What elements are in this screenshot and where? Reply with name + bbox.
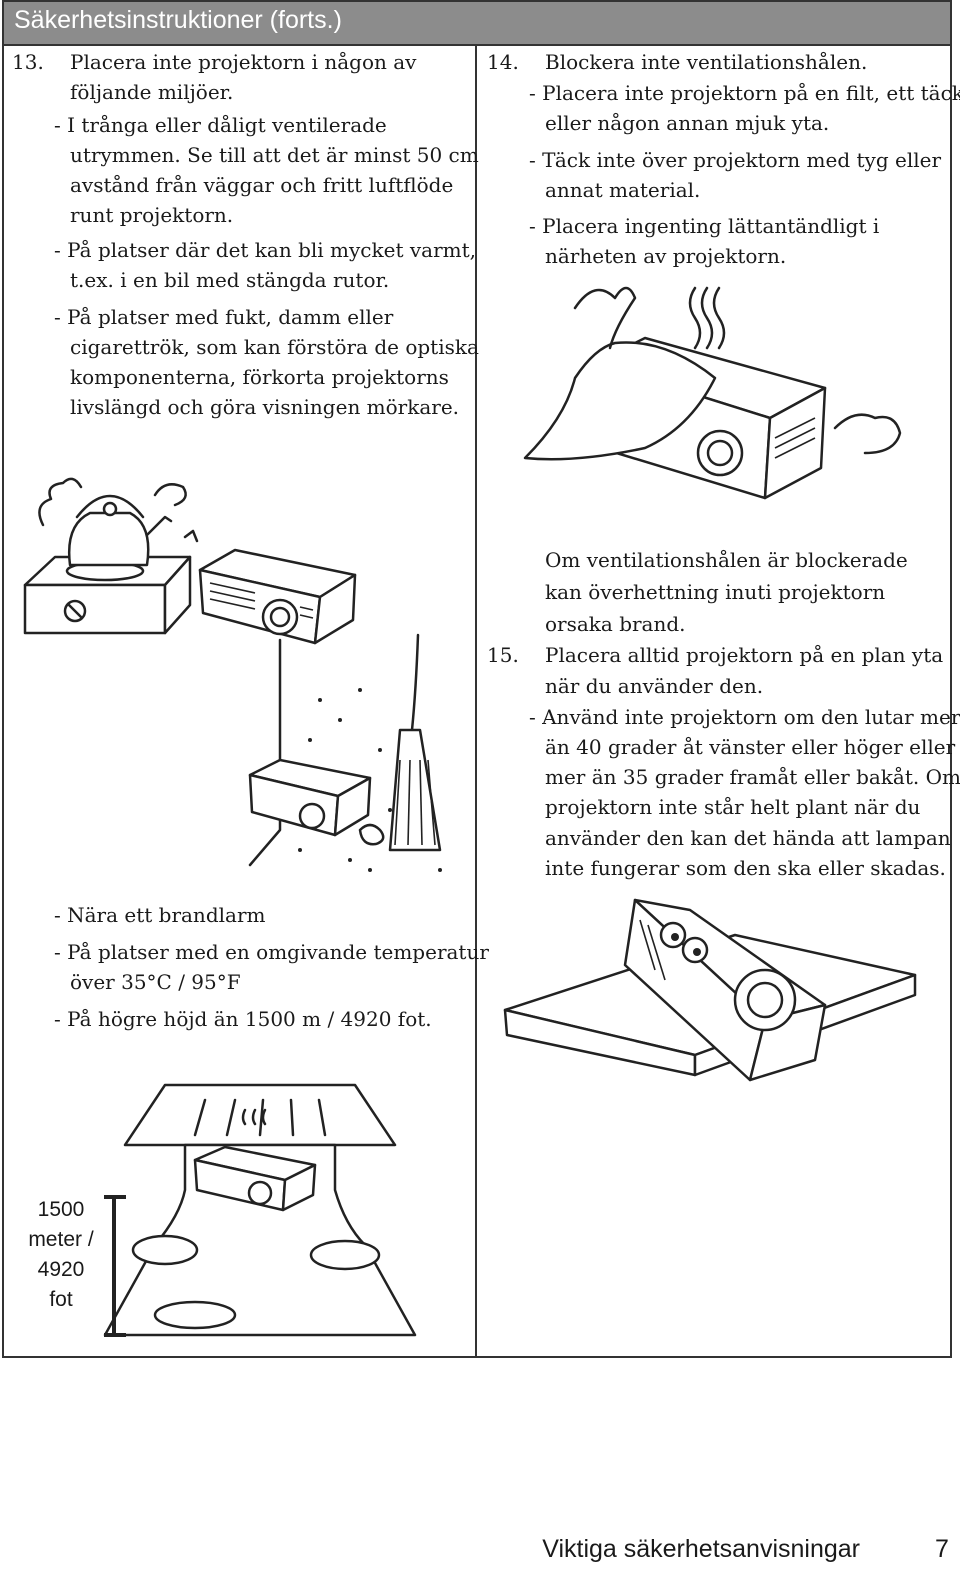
bullet-cramped-line-3: avstånd från väggar och fritt luftflöde — [70, 173, 454, 197]
altitude-label-4: fot — [49, 1288, 73, 1311]
dusty-corner-illustration — [240, 630, 465, 895]
bullet-cover-line-1: - Täck inte över projektorn med tyg elle… — [529, 148, 942, 172]
page-title: Säkerhetsinstruktioner (forts.) — [14, 6, 342, 34]
hot-stove-illustration — [15, 465, 375, 655]
item-15-number: 15. — [487, 643, 519, 667]
page-header: Säkerhetsinstruktioner (forts.) — [2, 0, 952, 46]
bullet-flammable-line-1: - Placera ingenting lättantändligt i — [529, 214, 880, 238]
bullet-soft-surface-line-2: eller någon annan mjuk yta. — [545, 111, 830, 135]
item-13-line-2: följande miljöer. — [70, 80, 234, 104]
bullet-soft-surface-line-1: - Placera inte projektorn på en filt, et… — [529, 81, 960, 105]
bullet-tilt-line-5: använder den kan det hända att lampan — [545, 826, 951, 850]
item-15-line-1: Placera alltid projektorn på en plan yta — [545, 643, 944, 667]
altitude-marker-bracket — [100, 1195, 130, 1340]
covered-projector-illustration — [515, 268, 915, 508]
warning-line-2: kan överhettning inuti projektorn — [545, 580, 886, 604]
altitude-label: 1500 meter / 4920 fot — [18, 1195, 104, 1315]
bullet-cramped-line-2: utrymmen. Se till att det är minst 50 cm — [70, 143, 479, 167]
altitude-label-3: 4920 — [37, 1258, 85, 1281]
bullet-humid-line-1: - På platser med fukt, damm eller — [54, 305, 394, 329]
altitude-label-1: 1500 — [37, 1198, 85, 1221]
item-13-number: 13. — [12, 50, 44, 74]
warning-line-3: orsaka brand. — [545, 612, 686, 636]
bullet-altitude: - På högre höjd än 1500 m / 4920 fot. — [54, 1007, 432, 1031]
bullet-cramped-line-4: runt projektorn. — [70, 203, 234, 227]
bullet-flammable-line-2: närheten av projektorn. — [545, 244, 787, 268]
bullet-humid-line-3: komponenterna, förkorta projektorns — [70, 365, 449, 389]
footer-title: Viktiga säkerhetsanvisningar — [542, 1535, 860, 1563]
bullet-humid-line-2: cigarettrök, som kan förstöra de optiska — [70, 335, 479, 359]
page-number: 7 — [935, 1535, 949, 1563]
bullet-temperature-line-1: - På platser med en omgivande temperatur — [54, 940, 489, 964]
column-divider — [475, 46, 477, 1358]
bullet-cramped-line-1: - I trånga eller dåligt ventilerade — [54, 113, 387, 137]
bullet-hot-line-1: - På platser där det kan bli mycket varm… — [54, 238, 477, 262]
warning-line-1: Om ventilationshålen är blockerade — [545, 548, 908, 572]
bullet-tilt-line-4: projektorn inte står helt plant när du — [545, 795, 921, 819]
bullet-tilt-line-1: - Använd inte projektorn om den lutar me… — [529, 705, 960, 729]
bullet-fire-alarm: - Nära ett brandlarm — [54, 903, 266, 927]
bullet-hot-line-2: t.ex. i en bil med stängda rutor. — [70, 268, 390, 292]
item-14-line-1: Blockera inte ventilationshålen. — [545, 50, 868, 74]
item-13-line-1: Placera inte projektorn i någon av — [70, 50, 417, 74]
tilted-projector-illustration — [495, 895, 935, 1085]
bullet-tilt-line-2: än 40 grader åt vänster eller höger elle… — [545, 735, 956, 759]
item-14-number: 14. — [487, 50, 519, 74]
altitude-label-2: meter / — [28, 1228, 94, 1251]
bullet-cover-line-2: annat material. — [545, 178, 701, 202]
bullet-temperature-line-2: över 35°C / 95°F — [70, 970, 241, 994]
item-15-line-2: när du använder den. — [545, 674, 764, 698]
bullet-humid-line-4: livslängd och göra visningen mörkare. — [70, 395, 460, 419]
bullet-tilt-line-3: mer än 35 grader framåt eller bakåt. Om — [545, 765, 960, 789]
altitude-illustration — [95, 1045, 435, 1345]
content-frame — [2, 46, 952, 1358]
bullet-tilt-line-6: inte fungerar som den ska eller skadas. — [545, 856, 946, 880]
